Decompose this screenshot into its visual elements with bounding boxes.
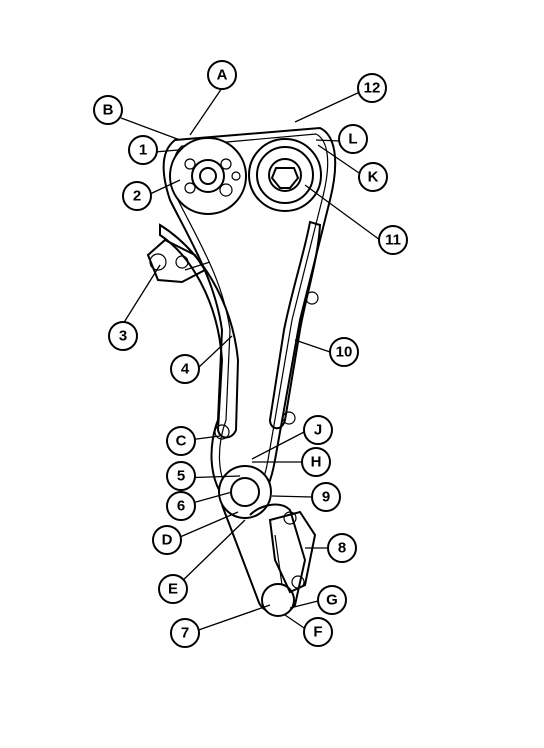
- callout-11: 11: [378, 225, 408, 255]
- oil-pump-chain-tensioner: [268, 510, 317, 594]
- callout-K: K: [358, 162, 388, 192]
- svg-text:D: D: [162, 532, 173, 549]
- callout-C: C: [166, 426, 196, 456]
- callout-G: G: [317, 585, 347, 615]
- camshaft-sprocket-left: [169, 137, 247, 215]
- svg-text:9: 9: [322, 489, 330, 506]
- chain-tensioner: [146, 238, 211, 284]
- leader-lines: [120, 87, 381, 634]
- callout-6: 6: [166, 491, 196, 521]
- svg-text:3: 3: [119, 328, 127, 345]
- svg-text:11: 11: [385, 232, 401, 249]
- svg-text:1: 1: [139, 142, 147, 159]
- svg-text:H: H: [311, 454, 322, 471]
- callout-7: 7: [170, 618, 200, 648]
- svg-text:8: 8: [338, 540, 346, 557]
- callout-4: 4: [170, 354, 200, 384]
- callout-F: F: [303, 617, 333, 647]
- callout-10: 10: [329, 337, 359, 367]
- svg-text:6: 6: [177, 498, 185, 515]
- svg-text:7: 7: [181, 625, 189, 642]
- timing-chain: [162, 126, 337, 511]
- chain-tensioner-arm: [159, 223, 240, 439]
- callout-12: 12: [357, 73, 387, 103]
- callout-J: J: [303, 415, 333, 445]
- chain-guide-right: [268, 220, 322, 430]
- callout-E: E: [158, 574, 188, 604]
- callout-L: L: [338, 124, 368, 154]
- svg-text:E: E: [168, 581, 178, 598]
- callout-2: 2: [122, 181, 152, 211]
- callout-H: H: [301, 447, 331, 477]
- callout-1: 1: [128, 135, 158, 165]
- callout-8: 8: [327, 533, 357, 563]
- crankshaft-sprocket: [218, 465, 272, 519]
- camshaft-sprocket-right: [248, 138, 322, 212]
- svg-text:B: B: [103, 102, 114, 119]
- callout-D: D: [152, 525, 182, 555]
- svg-text:4: 4: [181, 361, 190, 378]
- callout-B: B: [93, 95, 123, 125]
- callout-9: 9: [311, 482, 341, 512]
- svg-text:L: L: [348, 131, 357, 148]
- oil-pump-sprocket: [261, 583, 295, 617]
- svg-text:F: F: [313, 624, 322, 641]
- svg-text:G: G: [326, 592, 338, 609]
- svg-text:12: 12: [364, 80, 381, 97]
- callout-A: A: [207, 60, 237, 90]
- callout-3: 3: [108, 321, 138, 351]
- svg-text:10: 10: [336, 344, 353, 361]
- svg-text:5: 5: [177, 468, 185, 485]
- svg-text:2: 2: [133, 188, 141, 205]
- engine-parts-drawing: [146, 126, 337, 617]
- svg-text:A: A: [217, 67, 228, 84]
- svg-text:K: K: [368, 169, 379, 186]
- svg-text:J: J: [314, 422, 322, 439]
- svg-text:C: C: [176, 433, 187, 450]
- callout-5: 5: [166, 461, 196, 491]
